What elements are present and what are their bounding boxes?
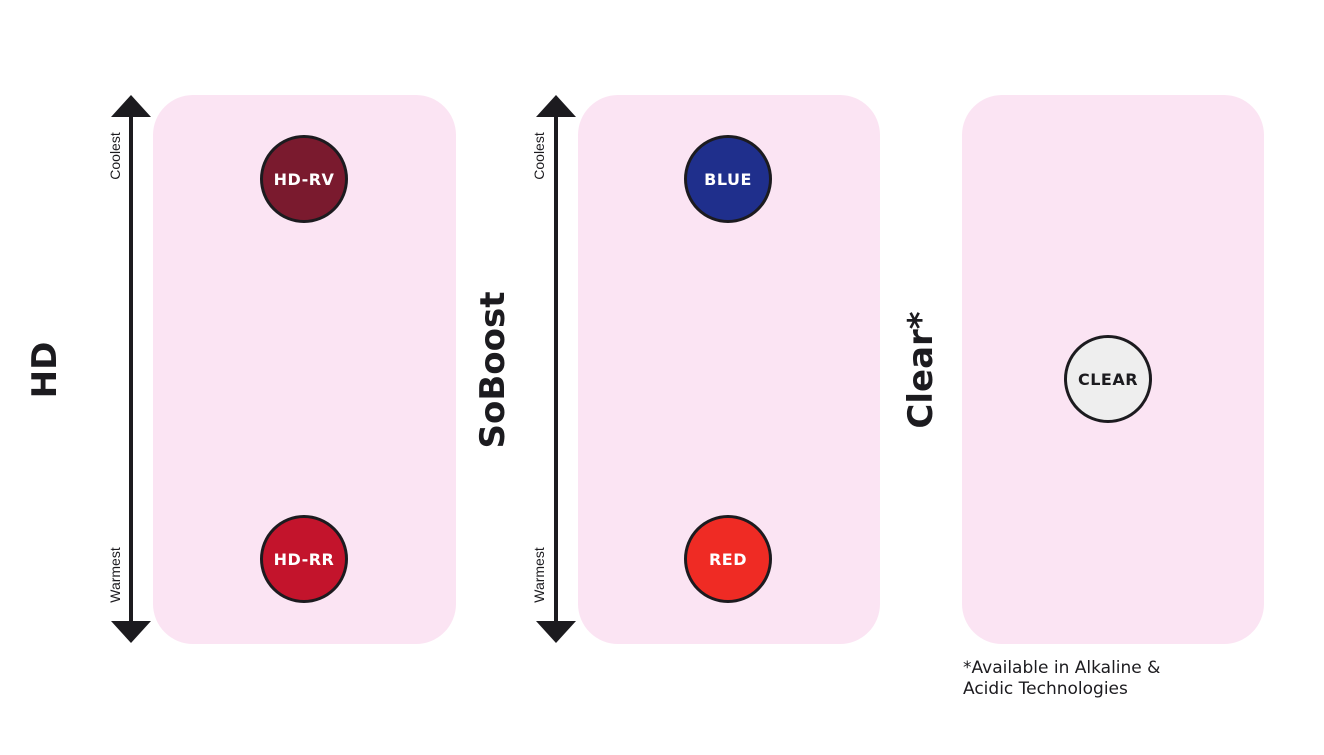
footnote-line-2: Acidic Technologies xyxy=(963,679,1128,699)
footnote-line-1: *Available in Alkaline & xyxy=(963,658,1161,678)
swatch-hd-rr: HD-RR xyxy=(260,515,348,603)
axis-label-warmest-soboost: Warmest xyxy=(531,547,547,603)
swatch-clear: CLEAR xyxy=(1064,335,1152,423)
arrow-shaft xyxy=(554,109,558,629)
temperature-arrow-soboost xyxy=(534,95,578,643)
arrow-down-icon xyxy=(111,621,151,643)
footnote: *Available in Alkaline & Acidic Technolo… xyxy=(963,658,1263,700)
axis-label-coolest-soboost: Coolest xyxy=(531,132,547,180)
group-title-hd: HD xyxy=(25,341,65,399)
group-title-soboost: SoBoost xyxy=(473,291,513,449)
temperature-arrow-hd xyxy=(109,95,153,643)
axis-label-warmest-hd: Warmest xyxy=(107,547,123,603)
swatch-hd-rv: HD-RV xyxy=(260,135,348,223)
group-title-clear: Clear* xyxy=(901,311,941,429)
axis-label-coolest-hd: Coolest xyxy=(107,132,123,180)
arrow-up-icon xyxy=(111,95,151,117)
swatch-blue: BLUE xyxy=(684,135,772,223)
arrow-shaft xyxy=(129,109,133,629)
arrow-down-icon xyxy=(536,621,576,643)
arrow-up-icon xyxy=(536,95,576,117)
swatch-red: RED xyxy=(684,515,772,603)
